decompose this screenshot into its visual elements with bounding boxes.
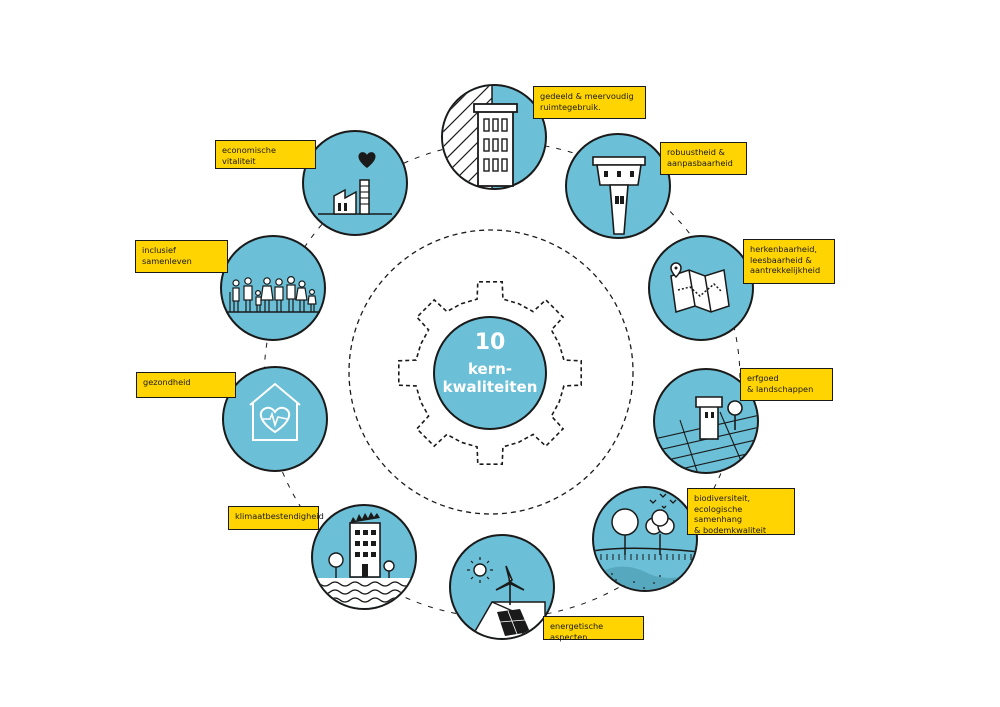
label-herkenbaar: herkenbaarheid, leesbaarheid & aantrekke… [743,239,835,284]
label-klimaat: klimaatbestendigheid [228,506,324,530]
quality-energie [449,534,555,640]
quality-gezondheid [222,366,328,472]
label-robuust: robuustheid & aanpasbaarheid [660,142,747,175]
factory-heart-icon [318,152,392,215]
label-gedeeld: gedeeld & meervoudig ruimtegebruik. [533,86,646,119]
label-gezondheid: gezondheid [136,372,236,398]
label-biodiversiteit: biodiversiteit, ecologische samenhang & … [687,488,795,535]
map-icon [670,262,730,313]
quality-biodiversiteit [592,486,698,592]
label-energie: energetische aspecten [543,616,644,642]
green-roof-building-icon [313,512,415,608]
quality-gedeeld [441,84,547,190]
label-erfgoed: erfgoed & landschappen [740,368,833,401]
house-heart-icon [249,382,301,441]
quality-klimaat [311,504,417,610]
quality-herkenbaar [648,235,754,341]
people-icon [226,276,320,313]
label-economie: economische vitaliteit [215,140,316,169]
quality-robuust [565,133,671,239]
quality-economie [302,130,408,236]
water-tower-icon [592,156,646,235]
quality-inclusief [220,235,326,341]
wind-solar-icon [467,557,546,638]
inner-dashed-ring [348,229,634,515]
quality-erfgoed [653,368,759,474]
label-inclusief: inclusief samenleven [135,240,228,273]
center-circle [433,316,547,430]
